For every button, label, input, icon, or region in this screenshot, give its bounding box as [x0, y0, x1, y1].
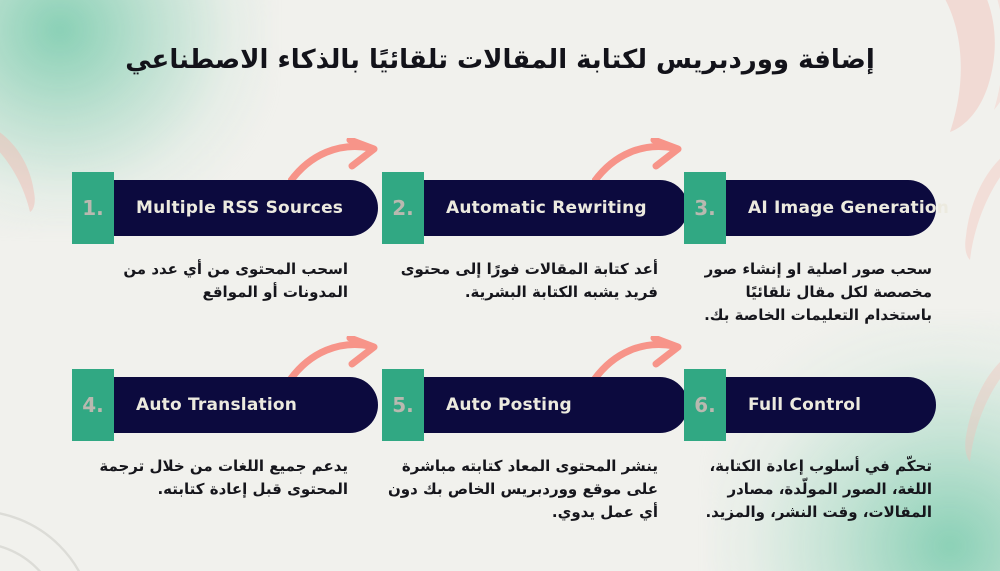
feature-card: 4. Auto Translation يدعم جميع اللغات من …: [72, 369, 378, 501]
feature-description: اسحب المحتوى من أي عدد من المدونات أو ال…: [123, 260, 348, 301]
feature-label-pill: AI Image Generation: [726, 180, 949, 236]
flow-arrow-4-icon: [592, 336, 682, 384]
feature-card: 5. Auto Posting ينشر المحتوى المعاد كتاب…: [382, 369, 688, 523]
feature-description: أعد كتابة المقالات فورًا إلى محتوى فريد …: [400, 260, 658, 301]
feature-card-bar: 4. Auto Translation: [72, 369, 378, 441]
feature-label-pill: Auto Translation: [114, 377, 378, 433]
feature-label: Automatic Rewriting: [446, 198, 647, 218]
feature-card-bar: 2. Automatic Rewriting: [382, 172, 688, 244]
feature-label-pill: Automatic Rewriting: [424, 180, 688, 236]
feature-number-badge: 1.: [72, 172, 114, 244]
flow-arrow-1-icon: [288, 138, 378, 186]
feature-card: 6. Full Control تحكّم في أسلوب إعادة الك…: [684, 369, 936, 523]
page-title: إضافة ووردبريس لكتابة المقالات تلقائيًا …: [125, 45, 875, 75]
feature-label-pill: Multiple RSS Sources: [114, 180, 378, 236]
feature-card-bar: 6. Full Control: [684, 369, 936, 441]
feature-card-bar: 1. Multiple RSS Sources: [72, 172, 378, 244]
feature-label: Multiple RSS Sources: [136, 198, 344, 218]
feature-number-badge: 4.: [72, 369, 114, 441]
feature-description: يدعم جميع اللغات من خلال ترجمة المحتوى ق…: [99, 457, 348, 498]
feature-card-bar: 3. AI Image Generation: [684, 172, 949, 244]
feature-description: ينشر المحتوى المعاد كتابته مباشرة على مو…: [387, 457, 658, 521]
feature-description: تحكّم في أسلوب إعادة الكتابة، اللغة، الص…: [705, 457, 932, 521]
feature-label: Auto Posting: [446, 395, 572, 415]
flow-arrow-3-icon: [288, 336, 378, 384]
feature-card: 2. Automatic Rewriting أعد كتابة المقالا…: [382, 172, 688, 304]
flow-arrow-2-icon: [592, 138, 682, 186]
feature-label: Auto Translation: [136, 395, 298, 415]
feature-description: سحب صور اصلية او إنشاء صور مخصصة لكل مقا…: [704, 260, 932, 324]
feature-number-badge: 3.: [684, 172, 726, 244]
feature-label-pill: Full Control: [726, 377, 936, 433]
feature-label: Full Control: [748, 395, 862, 415]
feature-number-badge: 5.: [382, 369, 424, 441]
feature-label: AI Image Generation: [748, 198, 950, 218]
feature-card: 1. Multiple RSS Sources اسحب المحتوى من …: [72, 172, 378, 304]
feature-number-badge: 6.: [684, 369, 726, 441]
feature-label-pill: Auto Posting: [424, 377, 688, 433]
feature-card-bar: 5. Auto Posting: [382, 369, 688, 441]
feature-number-badge: 2.: [382, 172, 424, 244]
feature-card: 3. AI Image Generation سحب صور اصلية او …: [684, 172, 949, 326]
